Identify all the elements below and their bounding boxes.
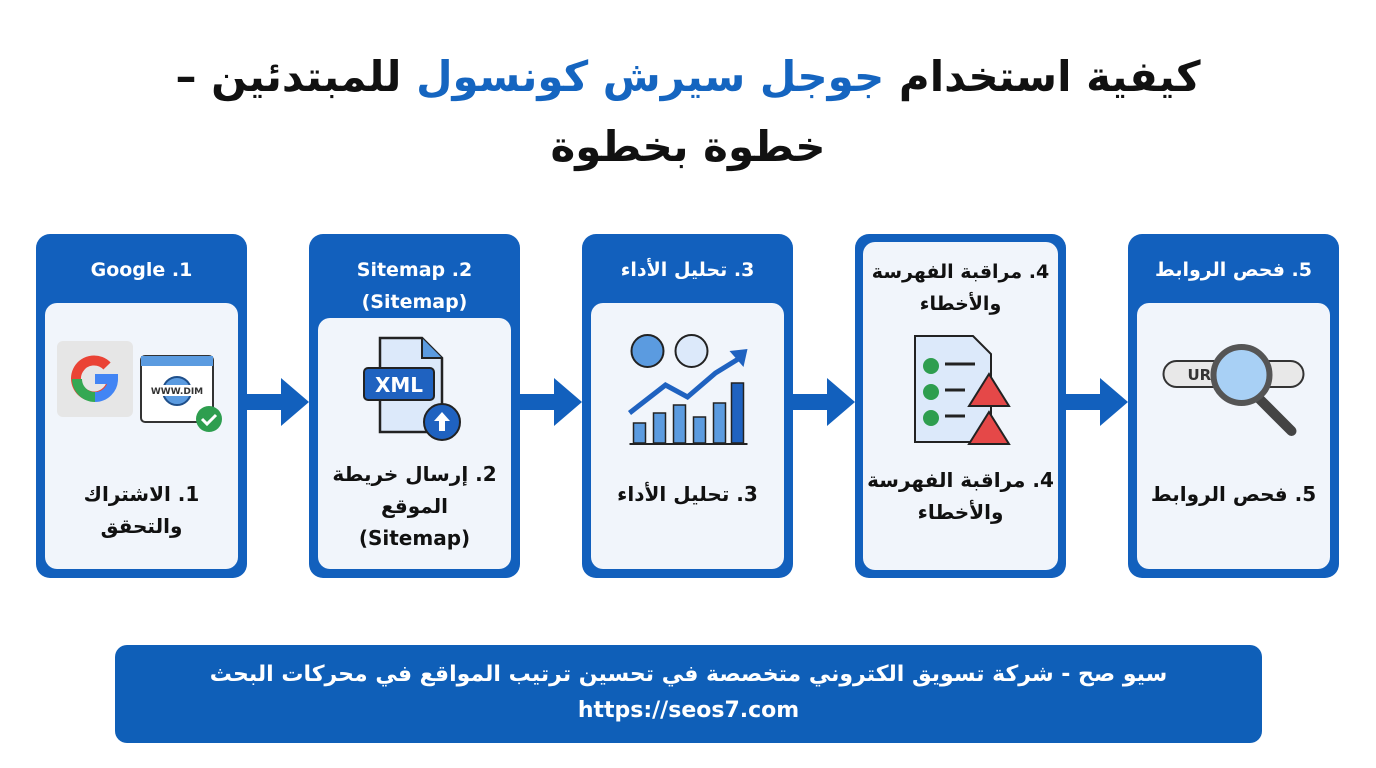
arrow-right-icon: [520, 378, 582, 426]
footer-url[interactable]: https://seos7.com: [577, 698, 800, 723]
step-panel: XML 2. إرسال خريطة الموقع (Sitemap): [318, 318, 511, 569]
step-label: 3. تحليل الأداء: [617, 482, 758, 506]
step-panel: 3. تحليل الأداء: [591, 303, 784, 569]
page-title: كيفية استخدام جوجل سيرش كونسول للمبتدئين…: [0, 42, 1376, 112]
step-card-5: 5. فحص الروابط URL 5. فحص الروابط: [1128, 234, 1339, 578]
arrow-right-icon: [247, 378, 309, 426]
step-card-4: 4. مراقبة الفهرسة والأخطاء 4. مراقبة الف…: [855, 234, 1066, 578]
google-verify-icon: WWW.DIM: [56, 341, 222, 432]
footer-text: سيو صح - شركة تسويق الكتروني متخصصة في ت…: [209, 662, 1168, 687]
footer-banner: سيو صح - شركة تسويق الكتروني متخصصة في ت…: [115, 645, 1262, 743]
analytics-chart-icon: [627, 334, 747, 445]
title-highlight: جوجل سيرش كونسول: [416, 52, 885, 101]
step-card-3: 3. تحليل الأداء 3. تحليل الأداء: [582, 234, 793, 578]
step-card-1: Google .1 WWW.DIM 1. الاشتراك والتحقق: [36, 234, 247, 578]
checklist-warning-icon: [913, 335, 1011, 445]
step-label: 1. الاشتراك والتحقق: [83, 482, 200, 538]
svg-text:WWW.DIM: WWW.DIM: [150, 387, 202, 397]
step-header: 3. تحليل الأداء: [620, 259, 755, 281]
title-part1: كيفية استخدام: [898, 52, 1201, 101]
step-header: Google .1: [90, 259, 193, 281]
step-label: 4. مراقبة الفهرسة والأخطاء: [867, 468, 1054, 524]
step-header: 4. مراقبة الفهرسة والأخطاء: [871, 261, 1050, 315]
url-inspect-icon: URL: [1162, 344, 1304, 436]
step-panel: URL 5. فحص الروابط: [1137, 303, 1330, 569]
step-panel: WWW.DIM 1. الاشتراك والتحقق: [45, 303, 238, 569]
svg-text:XML: XML: [374, 373, 422, 397]
step-panel: 4. مراقبة الفهرسة والأخطاء 4. مراقبة الف…: [863, 242, 1058, 570]
step-header: Sitemap .2 (Sitemap): [356, 259, 473, 313]
step-label: 5. فحص الروابط: [1150, 482, 1317, 506]
step-label: 2. إرسال خريطة الموقع (Sitemap): [332, 462, 497, 550]
step-header: 5. فحص الروابط: [1154, 259, 1312, 281]
xml-upload-icon: XML: [362, 336, 461, 441]
step-card-2: Sitemap .2 (Sitemap) XML 2. إرسال خريطة …: [309, 234, 520, 578]
page-subtitle: خطوة بخطوة: [550, 122, 826, 171]
arrow-right-icon: [1066, 378, 1128, 426]
title-part2: للمبتدئين –: [175, 52, 402, 101]
arrow-right-icon: [793, 378, 855, 426]
